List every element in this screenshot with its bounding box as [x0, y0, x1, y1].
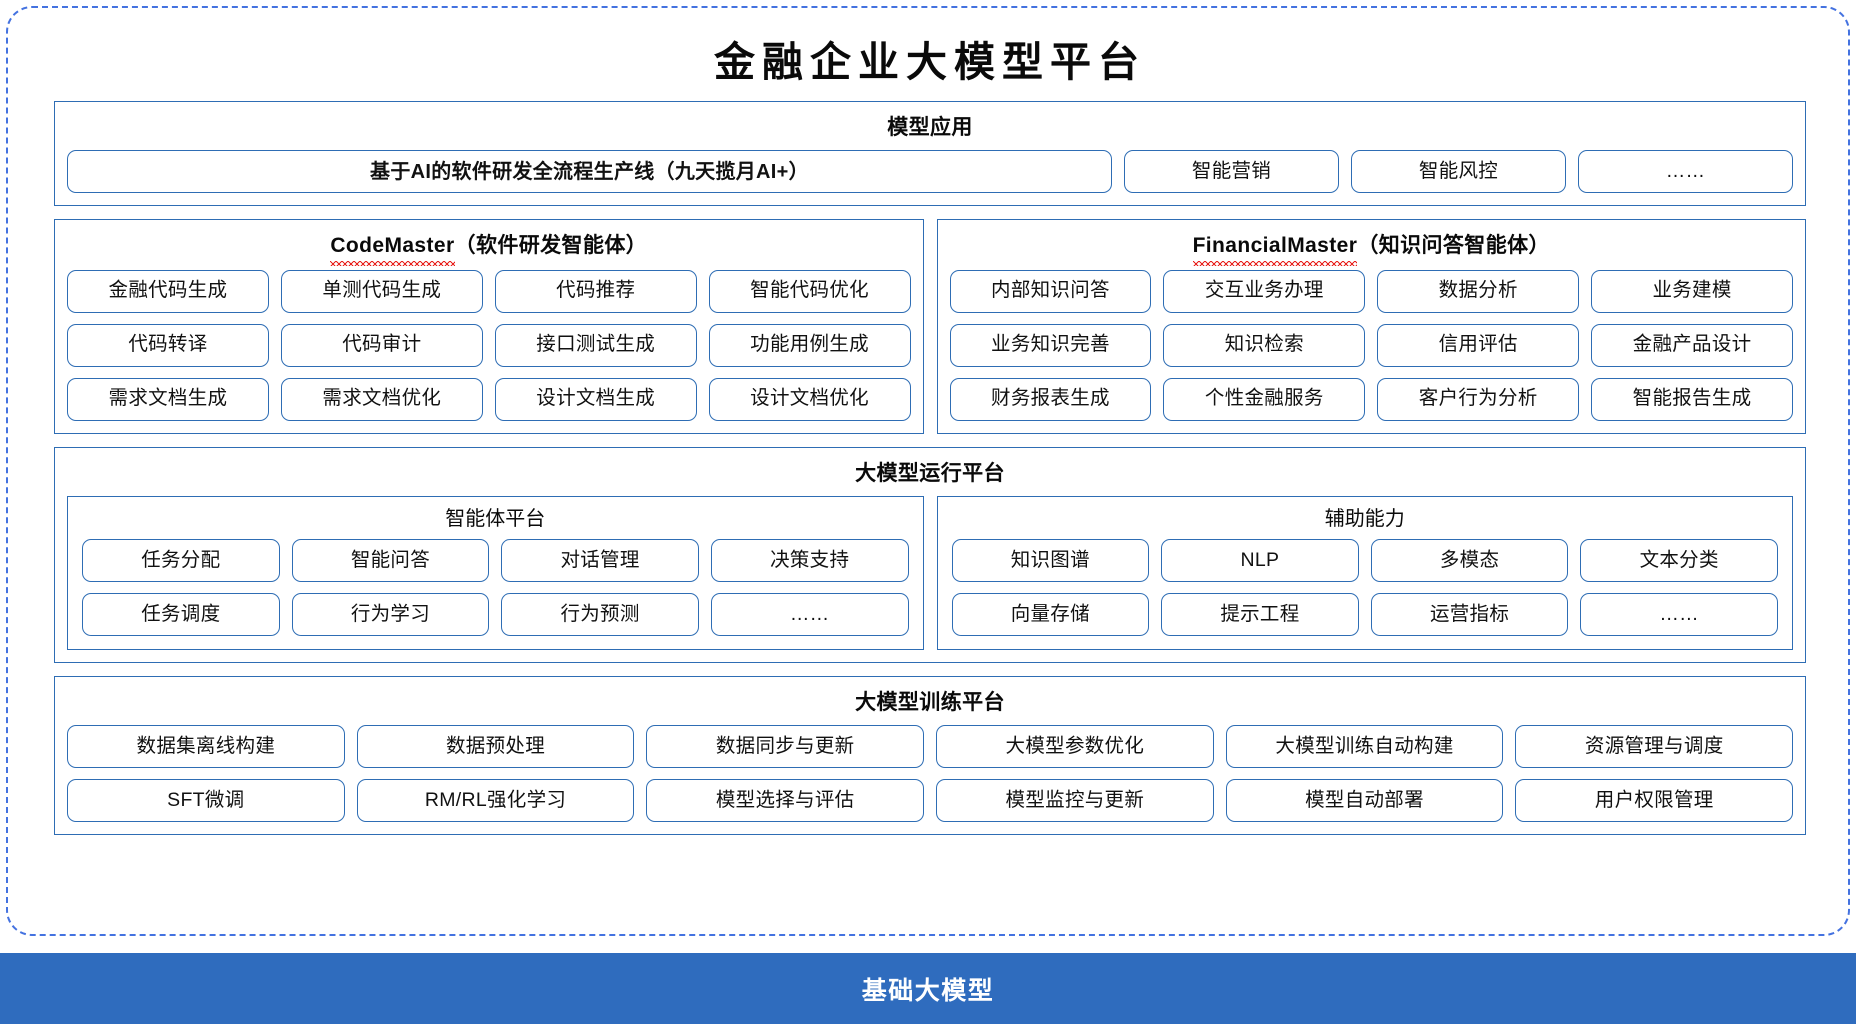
agent-platform-item[interactable]: 任务分配: [82, 539, 280, 583]
training-platform-item[interactable]: 资源管理与调度: [1515, 725, 1794, 769]
section-title-model-application: 模型应用: [887, 116, 973, 139]
support-capability-item-more[interactable]: ……: [1580, 593, 1778, 637]
runtime-platform-columns: 智能体平台 任务分配 智能问答 对话管理 决策支持 任务调度 行为学习 行为预测…: [67, 496, 1793, 651]
training-platform-item[interactable]: 大模型训练自动构建: [1225, 725, 1504, 769]
code-master-item[interactable]: 金融代码生成: [67, 269, 269, 313]
agent-platform-item[interactable]: 任务调度: [82, 593, 280, 637]
financial-master-item[interactable]: 智能报告生成: [1591, 377, 1793, 421]
code-master-item[interactable]: 功能用例生成: [708, 323, 911, 367]
financial-master-item[interactable]: 业务知识完善: [949, 323, 1152, 367]
support-capability-item[interactable]: 多模态: [1370, 539, 1569, 583]
financial-master-item[interactable]: 个性金融服务: [1163, 377, 1366, 421]
financial-master-cn-label: （知识问答智能体）: [1357, 234, 1550, 258]
section-training-platform: 大模型训练平台 数据集离线构建 数据预处理 数据同步与更新 大模型参数优化 大模…: [54, 676, 1806, 836]
section-title-financial-master: FinancialMaster（知识问答智能体）: [950, 229, 1794, 269]
outer-dashed-frame: 金融企业大模型平台 模型应用 基于AI的软件研发全流程生产线（九天揽月AI+） …: [6, 6, 1850, 936]
training-platform-item[interactable]: 数据同步与更新: [646, 725, 925, 769]
training-platform-item[interactable]: 大模型参数优化: [936, 725, 1214, 769]
app-item-more[interactable]: ……: [1578, 150, 1793, 194]
training-platform-row-2: SFT微调 RM/RL强化学习 模型选择与评估 模型监控与更新 模型自动部署 用…: [67, 779, 1794, 823]
section-title-code-master: CodeMaster（软件研发智能体）: [67, 229, 911, 269]
section-code-master: CodeMaster（软件研发智能体） 金融代码生成 单测代码生成 代码推荐 智…: [54, 219, 924, 434]
code-master-item[interactable]: 需求文档生成: [67, 377, 269, 421]
agent-platform-item-more[interactable]: ……: [710, 593, 909, 637]
financial-master-row-1: 内部知识问答 交互业务办理 数据分析 业务建模: [949, 269, 1793, 313]
training-platform-item[interactable]: 模型自动部署: [1225, 779, 1504, 823]
agent-platform-item[interactable]: 智能问答: [291, 539, 490, 583]
agent-platform-item[interactable]: 行为学习: [291, 593, 490, 637]
training-platform-item[interactable]: 数据预处理: [356, 725, 635, 769]
training-platform-item[interactable]: SFT微调: [67, 779, 345, 823]
section-runtime-platform: 大模型运行平台 智能体平台 任务分配 智能问答 对话管理 决策支持 任务调度 行…: [54, 446, 1806, 664]
training-platform-item[interactable]: RM/RL强化学习: [356, 779, 635, 823]
code-master-row-2: 代码转译 代码审计 接口测试生成 功能用例生成: [67, 323, 911, 367]
base-model-bar: 基础大模型: [0, 953, 1856, 1024]
code-master-item[interactable]: 需求文档优化: [280, 377, 483, 421]
support-capability-row-1: 知识图谱 NLP 多模态 文本分类: [951, 539, 1778, 583]
agent-platform-row-2: 任务调度 行为学习 行为预测 ……: [82, 593, 909, 637]
subsection-title-support-capability: 辅助能力: [1324, 508, 1405, 531]
training-platform-item[interactable]: 数据集离线构建: [67, 725, 345, 769]
financial-master-item[interactable]: 信用评估: [1377, 323, 1580, 367]
code-master-row-1: 金融代码生成 单测代码生成 代码推荐 智能代码优化: [67, 269, 911, 313]
subsection-agent-platform: 智能体平台 任务分配 智能问答 对话管理 决策支持 任务调度 行为学习 行为预测…: [67, 496, 924, 651]
subsection-title-agent-platform: 智能体平台: [445, 508, 546, 531]
financial-master-item[interactable]: 业务建模: [1591, 269, 1793, 313]
support-capability-item[interactable]: 知识图谱: [951, 539, 1150, 583]
financial-master-row-3: 财务报表生成 个性金融服务 客户行为分析 智能报告生成: [949, 377, 1793, 421]
financial-master-latin-label: FinancialMaster: [1192, 232, 1358, 267]
section-title-runtime-platform: 大模型运行平台: [855, 461, 1005, 485]
financial-master-row-2: 业务知识完善 知识检索 信用评估 金融产品设计: [949, 323, 1793, 367]
financial-master-item[interactable]: 数据分析: [1377, 269, 1580, 313]
agent-platform-row-1: 任务分配 智能问答 对话管理 决策支持: [82, 539, 909, 583]
agent-platform-item[interactable]: 决策支持: [710, 539, 909, 583]
code-master-item[interactable]: 设计文档优化: [708, 377, 911, 421]
code-master-item[interactable]: 智能代码优化: [708, 269, 911, 313]
agents-row: CodeMaster（软件研发智能体） 金融代码生成 单测代码生成 代码推荐 智…: [54, 219, 1806, 434]
page-title: 金融企业大模型平台: [714, 39, 1146, 85]
training-platform-item[interactable]: 用户权限管理: [1515, 779, 1794, 823]
app-item-ai-pipeline[interactable]: 基于AI的软件研发全流程生产线（九天揽月AI+）: [67, 150, 1112, 194]
agent-platform-item[interactable]: 行为预测: [501, 593, 699, 637]
app-item-smart-risk-control[interactable]: 智能风控: [1351, 150, 1566, 194]
code-master-item[interactable]: 接口测试生成: [494, 323, 697, 367]
frame-content: 金融企业大模型平台 模型应用 基于AI的软件研发全流程生产线（九天揽月AI+） …: [54, 20, 1806, 926]
code-master-row-3: 需求文档生成 需求文档优化 设计文档生成 设计文档优化: [67, 377, 911, 421]
support-capability-item[interactable]: 提示工程: [1161, 593, 1359, 637]
code-master-item[interactable]: 代码推荐: [494, 269, 697, 313]
code-master-cn-label: （软件研发智能体）: [454, 234, 648, 258]
training-platform-item[interactable]: 模型选择与评估: [646, 779, 925, 823]
financial-master-item[interactable]: 知识检索: [1163, 323, 1366, 367]
support-capability-item[interactable]: NLP: [1161, 539, 1359, 583]
section-title-training-platform: 大模型训练平台: [855, 691, 1005, 715]
code-master-item[interactable]: 代码审计: [280, 323, 483, 367]
financial-master-item[interactable]: 金融产品设计: [1591, 323, 1793, 367]
agent-platform-item[interactable]: 对话管理: [501, 539, 699, 583]
training-platform-item[interactable]: 模型监控与更新: [936, 779, 1214, 823]
code-master-item[interactable]: 单测代码生成: [280, 269, 483, 313]
support-capability-item[interactable]: 文本分类: [1580, 539, 1778, 583]
support-capability-item[interactable]: 向量存储: [951, 593, 1150, 637]
section-model-application: 模型应用 基于AI的软件研发全流程生产线（九天揽月AI+） 智能营销 智能风控 …: [54, 101, 1806, 207]
code-master-item[interactable]: 设计文档生成: [494, 377, 697, 421]
financial-master-item[interactable]: 财务报表生成: [949, 377, 1152, 421]
financial-master-item[interactable]: 内部知识问答: [949, 269, 1152, 313]
subsection-support-capability: 辅助能力 知识图谱 NLP 多模态 文本分类 向量存储 提示工程 运营指标 ……: [936, 496, 1793, 651]
financial-master-item[interactable]: 交互业务办理: [1163, 269, 1366, 313]
app-item-smart-marketing[interactable]: 智能营销: [1124, 150, 1339, 194]
support-capability-row-2: 向量存储 提示工程 运营指标 ……: [951, 593, 1778, 637]
section-financial-master: FinancialMaster（知识问答智能体） 内部知识问答 交互业务办理 数…: [936, 219, 1806, 434]
model-application-items: 基于AI的软件研发全流程生产线（九天揽月AI+） 智能营销 智能风控 ……: [67, 150, 1793, 194]
base-model-label: 基础大模型: [861, 976, 995, 1005]
financial-master-item[interactable]: 客户行为分析: [1377, 377, 1580, 421]
code-master-item[interactable]: 代码转译: [67, 323, 269, 367]
training-platform-row-1: 数据集离线构建 数据预处理 数据同步与更新 大模型参数优化 大模型训练自动构建 …: [67, 725, 1794, 769]
code-master-latin-label: CodeMaster: [330, 232, 455, 267]
support-capability-item[interactable]: 运营指标: [1370, 593, 1569, 637]
